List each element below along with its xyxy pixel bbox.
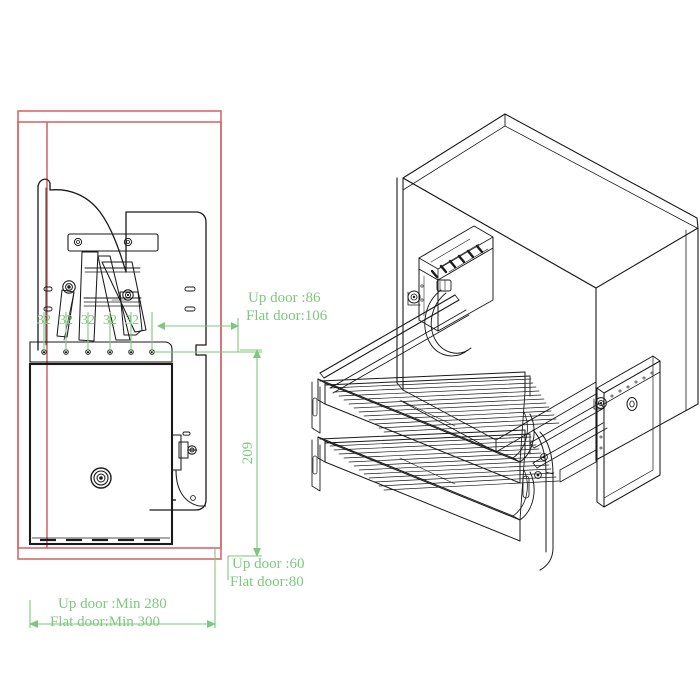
spacing-ticks [43, 312, 153, 352]
lower-wire-basket [311, 429, 560, 542]
lift-arm-mechanism [319, 279, 472, 394]
dimension-texts: 32 32 32 32 32 Up door :86 Flat door:106… [37, 290, 328, 630]
basket-side-plate [522, 429, 554, 571]
bottom-clearance-line2: Flat door:80 [230, 574, 304, 590]
dimension-annotations [29, 312, 262, 628]
elevation-drawer-box [28, 341, 206, 546]
spacing-label-3: 32 [103, 313, 117, 328]
spacing-label-0: 32 [37, 313, 51, 328]
cabinet-carcass [396, 113, 699, 461]
width-dim-line2: Flat door:Min 300 [50, 614, 160, 630]
door-front-panel [593, 355, 661, 508]
cabinet-base-lines [559, 449, 597, 483]
bottom-clearance-line1: Up door :60 [232, 556, 305, 572]
top-clearance-line1: Up door :86 [248, 290, 321, 306]
isometric-assembly [311, 113, 699, 571]
spacing-label-4: 32 [125, 313, 139, 328]
upper-wire-basket [311, 371, 560, 484]
top-clearance-line2: Flat door:106 [246, 308, 328, 324]
cabinet-outline-red [17, 110, 222, 560]
spacing-label-2: 32 [81, 313, 95, 328]
spacing-label-1: 32 [59, 313, 73, 328]
height-dim-value: 209 [240, 442, 256, 465]
drawer-slides [529, 402, 608, 479]
width-dim-line1: Up door :Min 280 [58, 596, 167, 612]
elevation-mechanism [37, 178, 207, 511]
